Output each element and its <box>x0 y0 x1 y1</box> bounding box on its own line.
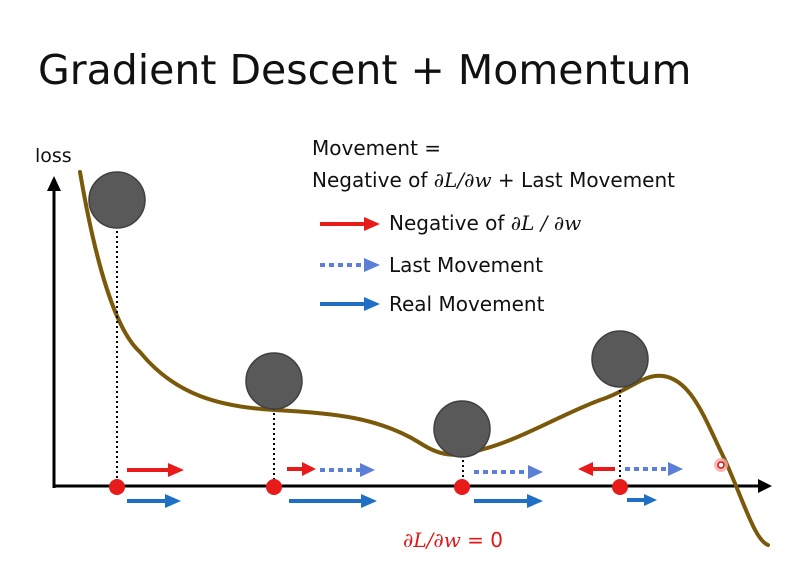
x-axis-arrowhead <box>758 479 772 493</box>
slide-title: Gradient Descent + Momentum <box>38 46 692 94</box>
arrow-gradient-4 <box>578 462 615 476</box>
arrow-last-2 <box>320 463 375 477</box>
zero-gradient-label: ∂L/∂w = 0 <box>403 528 503 552</box>
formula-line-2: Negative of ∂L/∂w + Last Movement <box>312 168 675 192</box>
arrow-last-4 <box>625 462 683 476</box>
formula-line-1: Movement = <box>312 136 442 160</box>
ball-2 <box>245 352 303 410</box>
legend-gradient-prefix: Negative of <box>389 211 511 235</box>
arrow-real-4 <box>627 494 657 506</box>
zero-label-suffix: = 0 <box>460 528 504 552</box>
arrow-last-3 <box>474 465 543 479</box>
arrow-real-2 <box>289 494 377 508</box>
legend-arrow-real <box>320 297 380 311</box>
axis-point-4 <box>612 479 628 495</box>
zero-label-math: ∂L/∂w <box>403 528 461 552</box>
formula-prefix: Negative of <box>312 168 434 192</box>
ball-3 <box>433 400 491 458</box>
legend-arrow-gradient <box>320 217 380 231</box>
y-axis-arrowhead <box>47 176 61 191</box>
arrow-real-3 <box>474 494 543 508</box>
axis-point-2 <box>266 479 282 495</box>
legend-label-gradient: Negative of ∂L / ∂w <box>389 211 581 235</box>
formula-suffix: + Last Movement <box>491 168 676 192</box>
legend-label-real: Real Movement <box>389 292 545 316</box>
pointer-dot <box>717 461 725 469</box>
arrow-real-1 <box>127 494 181 508</box>
y-axis-label: loss <box>35 145 72 167</box>
legend-label-last: Last Movement <box>389 253 543 277</box>
arrow-gradient-1 <box>127 463 184 477</box>
axis-point-3 <box>454 479 470 495</box>
ball-4 <box>591 330 649 388</box>
ball-1 <box>88 171 146 229</box>
axis-point-1 <box>109 479 125 495</box>
legend-arrow-last <box>320 258 380 272</box>
formula-math: ∂L/∂w <box>433 168 492 192</box>
arrow-gradient-2 <box>287 462 316 476</box>
legend-gradient-math: ∂L / ∂w <box>510 211 582 235</box>
